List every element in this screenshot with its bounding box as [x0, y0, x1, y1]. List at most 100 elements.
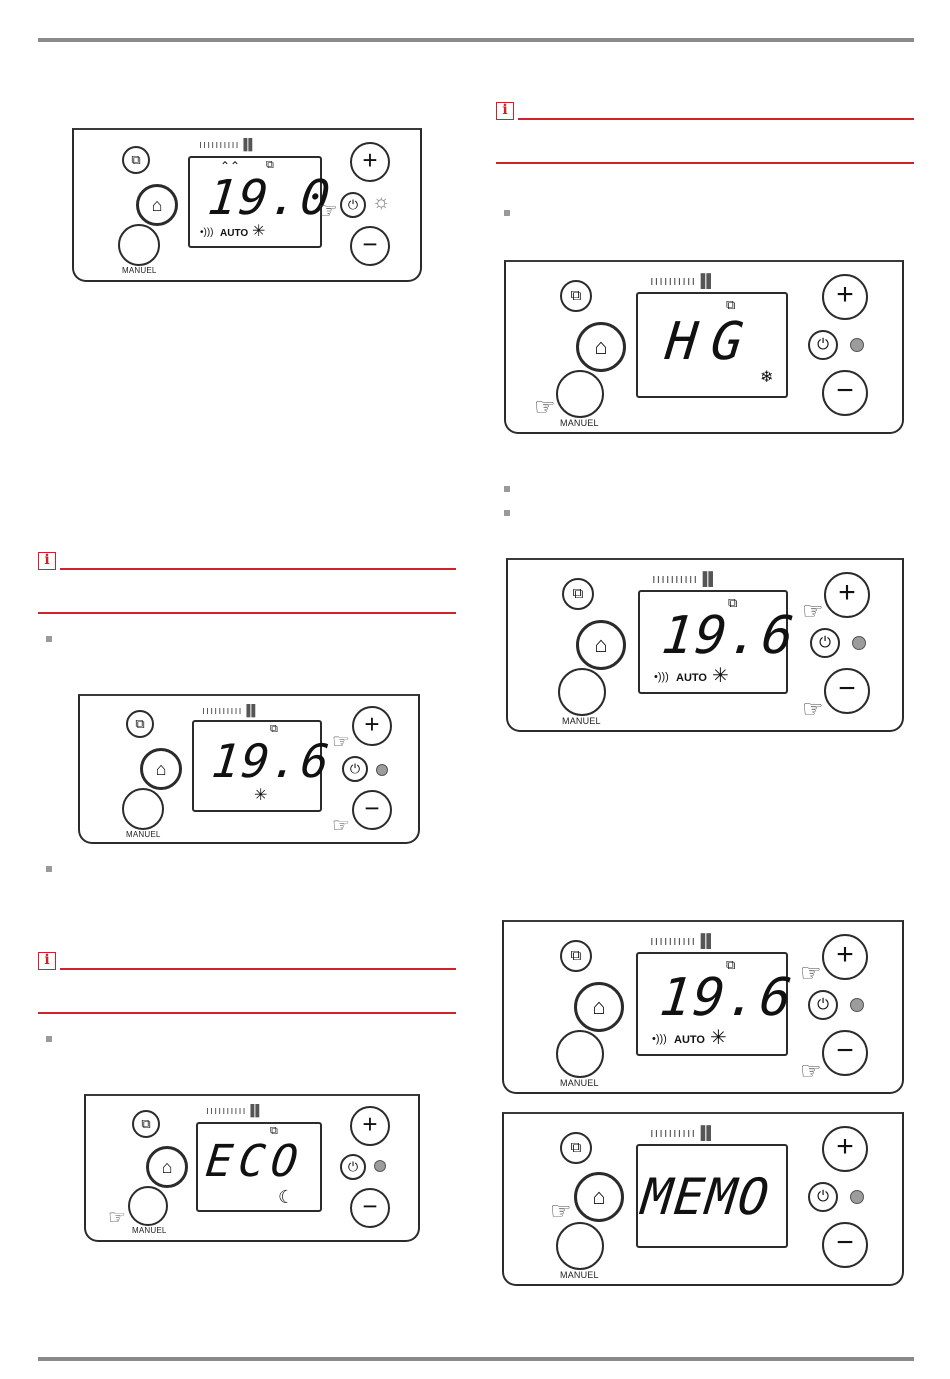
window-open-icon[interactable]: ⧉	[560, 280, 592, 312]
window-open-icon: ⧉	[726, 297, 736, 312]
house-leaf-icon: ⌂	[594, 632, 608, 657]
info-rule-top	[60, 568, 456, 570]
auto-label: AUTO	[674, 1034, 705, 1046]
thermostat-panel-7: ⧉ ⌂ ☞ MANUEL ıııııııııı▐▌ MEMO + ⏻ −	[502, 1112, 904, 1286]
eco-button[interactable]: ⌂	[136, 184, 178, 226]
snowflake-icon: ❄	[760, 369, 774, 386]
level-bar-icon: ıııııııııı▐▌	[650, 1125, 717, 1140]
window-open-icon[interactable]: ⧉	[132, 1110, 160, 1138]
manuel-label: MANUEL	[122, 266, 157, 275]
status-led	[376, 764, 388, 776]
pointing-hand-icon: ☞	[802, 696, 824, 723]
sun-icon: ✳	[254, 787, 268, 804]
bullet-marker	[46, 1036, 52, 1042]
bullet-marker	[504, 210, 510, 216]
manuel-button[interactable]	[556, 1222, 604, 1270]
lcd-value: 19.6	[656, 968, 797, 1028]
minus-button[interactable]: −	[822, 1222, 868, 1268]
eco-button[interactable]: ⌂	[576, 620, 626, 670]
bullet-marker	[504, 510, 510, 516]
pointing-hand-icon: ☞	[800, 960, 822, 987]
signal-icon: •)))	[652, 1033, 667, 1045]
manuel-button[interactable]	[556, 1030, 604, 1078]
house-leaf-icon: ⌂	[594, 334, 608, 359]
info-icon: i	[496, 102, 514, 120]
manuel-label: MANUEL	[132, 1226, 167, 1235]
level-bar-icon: ıııııııııı▐▌	[650, 273, 717, 288]
thermostat-panel-6: ⧉ ⌂ MANUEL ıııııııııı▐▌ ⧉ 19.6 •))) AUTO…	[502, 920, 904, 1094]
lcd-screen: ⧉ HG ❄	[636, 292, 788, 398]
manuel-button[interactable]	[556, 370, 604, 418]
info-icon: i	[38, 952, 56, 970]
power-button[interactable]: ⏻	[340, 1154, 366, 1180]
power-button[interactable]: ⏻	[808, 990, 838, 1020]
power-button[interactable]: ⏻	[810, 628, 840, 658]
lcd-value: ECO	[203, 1136, 307, 1187]
eco-button[interactable]: ⌂	[140, 748, 182, 790]
power-button[interactable]: ⏻	[808, 330, 838, 360]
minus-button[interactable]: −	[822, 370, 868, 416]
manuel-button[interactable]	[122, 788, 164, 830]
auto-label: AUTO	[676, 672, 707, 684]
sun-icon: ✳	[710, 1027, 727, 1049]
plus-button[interactable]: +	[824, 572, 870, 618]
manuel-button[interactable]	[118, 224, 160, 266]
power-button[interactable]: ⏻	[342, 756, 368, 782]
plus-button[interactable]: +	[822, 934, 868, 980]
plus-button[interactable]: +	[822, 1126, 868, 1172]
minus-button[interactable]: −	[352, 790, 392, 830]
info-note-2: i	[38, 952, 456, 1018]
power-icon: ⏻	[817, 1188, 829, 1205]
power-button[interactable]: ⏻	[808, 1182, 838, 1212]
house-leaf-icon: ⌂	[151, 195, 163, 215]
info-rule-top	[518, 118, 914, 120]
trend-icon: ⌃⌃	[220, 159, 241, 173]
window-open-icon[interactable]: ⧉	[562, 578, 594, 610]
info-note-1: i	[38, 552, 456, 618]
lcd-screen: ⧉ 19.6 ✳	[192, 720, 334, 812]
minus-button[interactable]: −	[824, 668, 870, 714]
bullet-marker	[46, 636, 52, 642]
window-open-icon: ⧉	[728, 595, 738, 610]
info-rule-bottom	[496, 162, 914, 164]
sun-icon: ☼	[372, 191, 391, 213]
lcd-screen: MEMO	[636, 1144, 788, 1248]
lcd-value: 19.6	[658, 606, 799, 666]
power-button[interactable]: ⏻	[340, 192, 366, 218]
manuel-label: MANUEL	[562, 716, 601, 726]
level-bar-icon: ıııııııııı▐▌	[650, 933, 717, 948]
auto-label: AUTO	[220, 228, 249, 239]
plus-button[interactable]: +	[822, 274, 868, 320]
minus-button[interactable]: −	[822, 1030, 868, 1076]
minus-button[interactable]: −	[350, 1188, 390, 1228]
bullet-marker	[504, 486, 510, 492]
window-open-icon[interactable]: ⧉	[122, 146, 150, 174]
power-icon: ⏻	[817, 336, 829, 353]
pointing-hand-icon: ☞	[332, 815, 350, 837]
manuel-label: MANUEL	[126, 830, 161, 839]
eco-button[interactable]: ⌂	[146, 1146, 188, 1188]
plus-button[interactable]: +	[352, 706, 392, 746]
window-open-icon[interactable]: ⧉	[126, 710, 154, 738]
pointing-hand-icon: ☞	[332, 731, 350, 753]
plus-button[interactable]: +	[350, 1106, 390, 1146]
eco-button[interactable]: ⌂	[574, 1172, 624, 1222]
window-open-icon[interactable]: ⧉	[560, 940, 592, 972]
window-open-icon[interactable]: ⧉	[560, 1132, 592, 1164]
status-led	[852, 636, 866, 650]
lcd-value: 19.0	[205, 170, 335, 226]
power-icon: ⏻	[349, 761, 361, 776]
minus-button[interactable]: −	[350, 226, 390, 266]
thermostat-panel-3: ⧉ ⌂ ☞ MANUEL ıııııııııı▐▌ ⧉ ECO ☾ + ⏻ −	[84, 1094, 420, 1242]
manuel-button[interactable]	[128, 1186, 168, 1226]
manuel-button[interactable]	[558, 668, 606, 716]
eco-button[interactable]: ⌂	[574, 982, 624, 1032]
power-icon: ⏻	[347, 197, 359, 212]
lcd-value: MEMO	[638, 1168, 774, 1226]
level-bar-icon: ıııııııııı▐▌	[652, 571, 719, 586]
eco-button[interactable]: ⌂	[576, 322, 626, 372]
pointing-hand-icon: ☞	[318, 198, 338, 223]
pointing-hand-icon: ☞	[108, 1207, 126, 1229]
manuel-label: MANUEL	[560, 418, 599, 428]
plus-button[interactable]: +	[350, 142, 390, 182]
